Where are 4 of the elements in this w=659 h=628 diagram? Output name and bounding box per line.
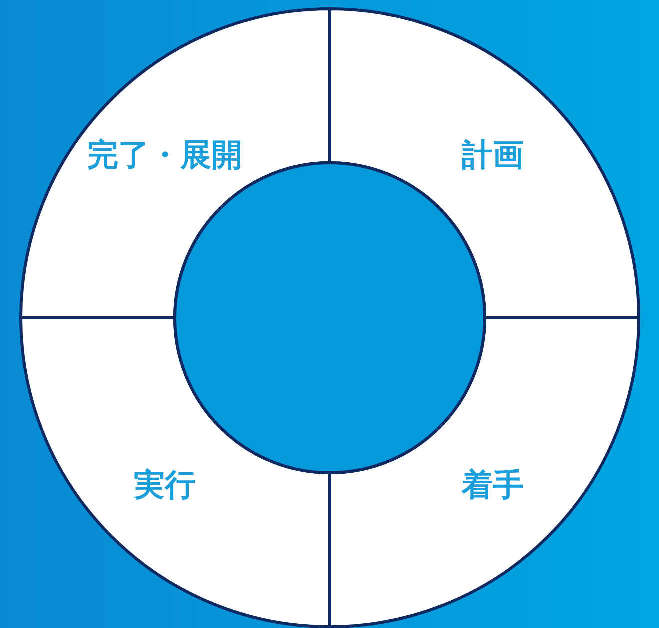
stage-label: 着手 [462,467,524,504]
stage-label: 完了・展開 [88,137,242,174]
stage-label: 実行 [134,467,196,504]
stage-label: 計画 [462,137,524,174]
